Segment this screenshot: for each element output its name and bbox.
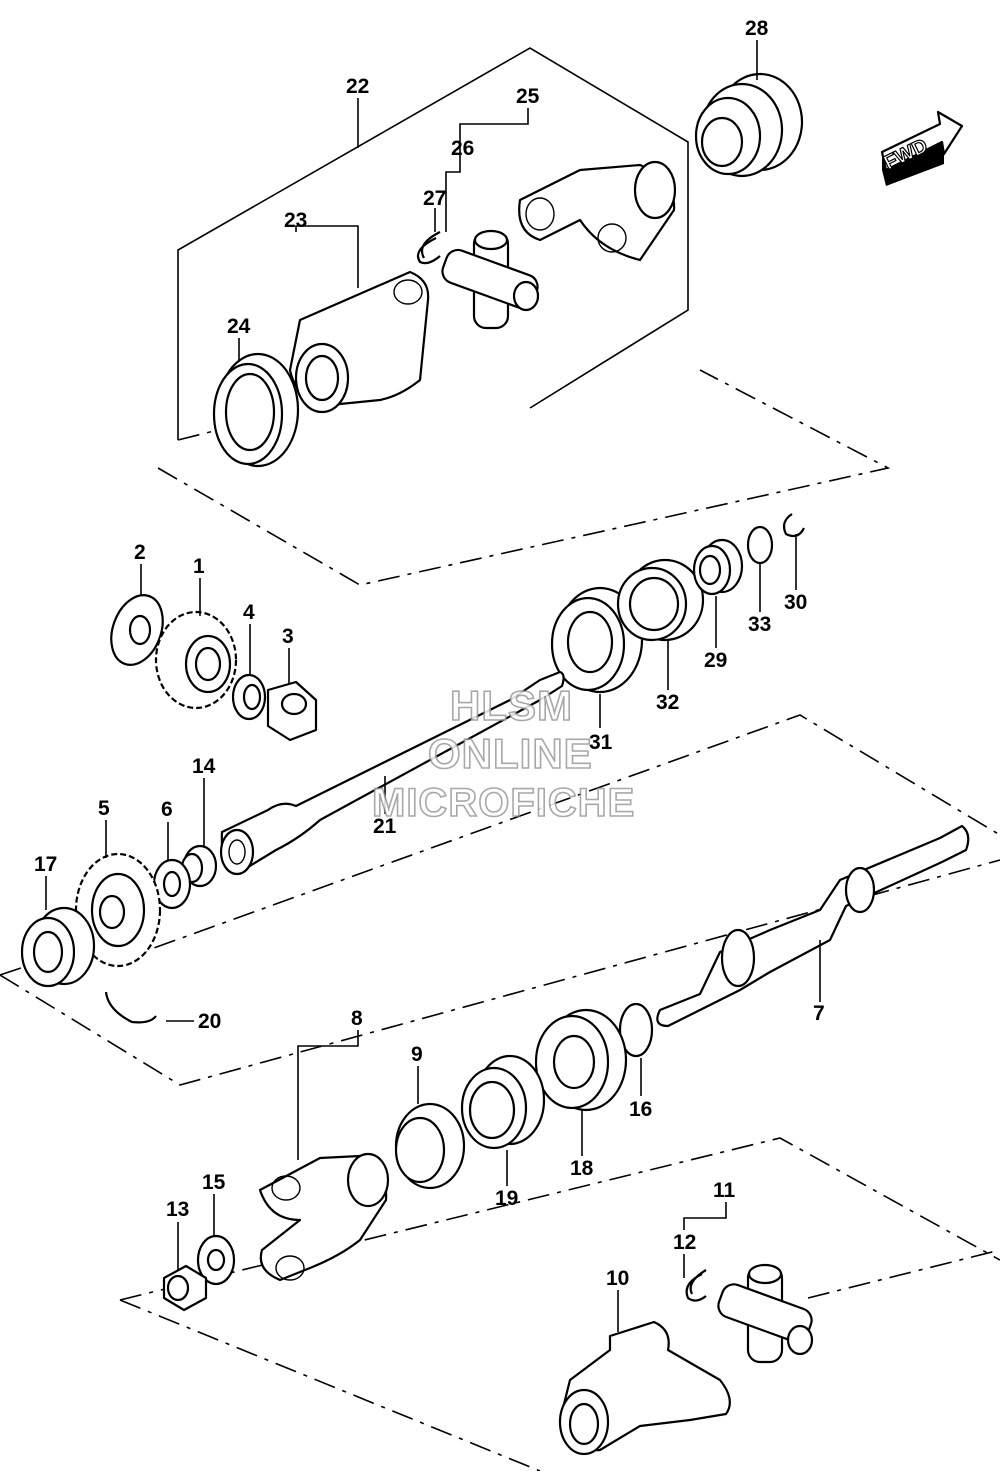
bevel-gear-part-1: [154, 610, 238, 710]
drive-shaft-part-7: [656, 824, 970, 1028]
race-part-32: [616, 558, 705, 642]
callout-11: 11: [713, 1179, 736, 1202]
callout-15: 15: [202, 1171, 226, 1194]
yoke-part-10: [558, 1320, 731, 1456]
callout-labels: 1 2 3 4 5 6 7 8 9 10 11 12 13 14 15 16 1…: [34, 17, 825, 1290]
ring-part-16: [618, 1002, 654, 1058]
bearing-part-18: [534, 1008, 628, 1112]
callout-16: 16: [629, 1098, 652, 1121]
seal-part-9: [394, 1102, 466, 1190]
callout-31: 31: [589, 731, 613, 754]
clip-part-20: [104, 991, 157, 1024]
watermark: HLSM ONLINE MICROFICHE: [371, 681, 635, 826]
callout-6: 6: [161, 798, 173, 821]
callout-33: 33: [748, 613, 771, 636]
callout-20: 20: [198, 1010, 221, 1033]
callout-8: 8: [351, 1007, 363, 1030]
callout-9: 9: [411, 1043, 423, 1066]
yoke-part-25: [518, 160, 677, 262]
seal-ring-part-24: [212, 352, 300, 468]
callout-19: 19: [495, 1187, 518, 1210]
callout-32: 32: [656, 691, 679, 714]
yoke-part-23: [288, 270, 430, 414]
washer-part-4: [231, 673, 267, 721]
callout-4: 4: [243, 601, 255, 624]
collar-part-29: [692, 538, 744, 596]
yoke-part-8: [258, 1152, 390, 1282]
callout-24: 24: [227, 315, 251, 338]
cross-joint-part-26: [441, 229, 540, 330]
callout-12: 12: [673, 1231, 696, 1254]
clip-part-12: [685, 1269, 707, 1302]
nut-part-3: [266, 680, 318, 742]
boot-part-28: [694, 72, 804, 178]
race-part-19: [460, 1054, 546, 1150]
group-outline-22: [157, 47, 891, 586]
fwd-arrow-icon: FWD: [880, 110, 964, 186]
callout-2: 2: [134, 541, 146, 564]
callout-7: 7: [813, 1002, 825, 1025]
callout-22: 22: [346, 75, 369, 98]
watermark-line-1: HLSM: [450, 682, 573, 729]
washer-part-6: [152, 858, 192, 910]
callout-10: 10: [606, 1267, 629, 1290]
bush-part-14: [180, 844, 218, 888]
cross-joint-part-11: [717, 1263, 814, 1364]
callout-27: 27: [423, 187, 446, 210]
circlip-part-30: [782, 513, 805, 538]
callout-3: 3: [282, 625, 294, 648]
nut-part-13: [162, 1264, 208, 1312]
callout-21: 21: [373, 815, 397, 838]
bearing-part-17: [20, 906, 96, 988]
callout-18: 18: [570, 1157, 594, 1180]
shaft-part-21: [219, 670, 565, 876]
clip-part-27: [416, 231, 441, 265]
callout-13: 13: [166, 1198, 189, 1221]
washer-part-15: [196, 1234, 236, 1286]
washer-part-2: [110, 594, 164, 666]
callout-26: 26: [451, 137, 474, 160]
callout-5: 5: [98, 797, 110, 820]
callout-29: 29: [704, 649, 727, 672]
callout-25: 25: [516, 85, 540, 108]
callout-28: 28: [745, 17, 769, 40]
callout-1: 1: [193, 555, 205, 578]
callout-23: 23: [284, 209, 307, 232]
leader-lines: [45, 40, 821, 1332]
watermark-line-3: MICROFICHE: [372, 781, 635, 825]
callout-30: 30: [784, 591, 807, 614]
ring-part-33: [746, 525, 774, 565]
bearing-part-31: [550, 586, 644, 694]
callout-17: 17: [34, 853, 57, 876]
watermark-line-2: ONLINE: [428, 730, 593, 777]
callout-14: 14: [192, 755, 216, 778]
